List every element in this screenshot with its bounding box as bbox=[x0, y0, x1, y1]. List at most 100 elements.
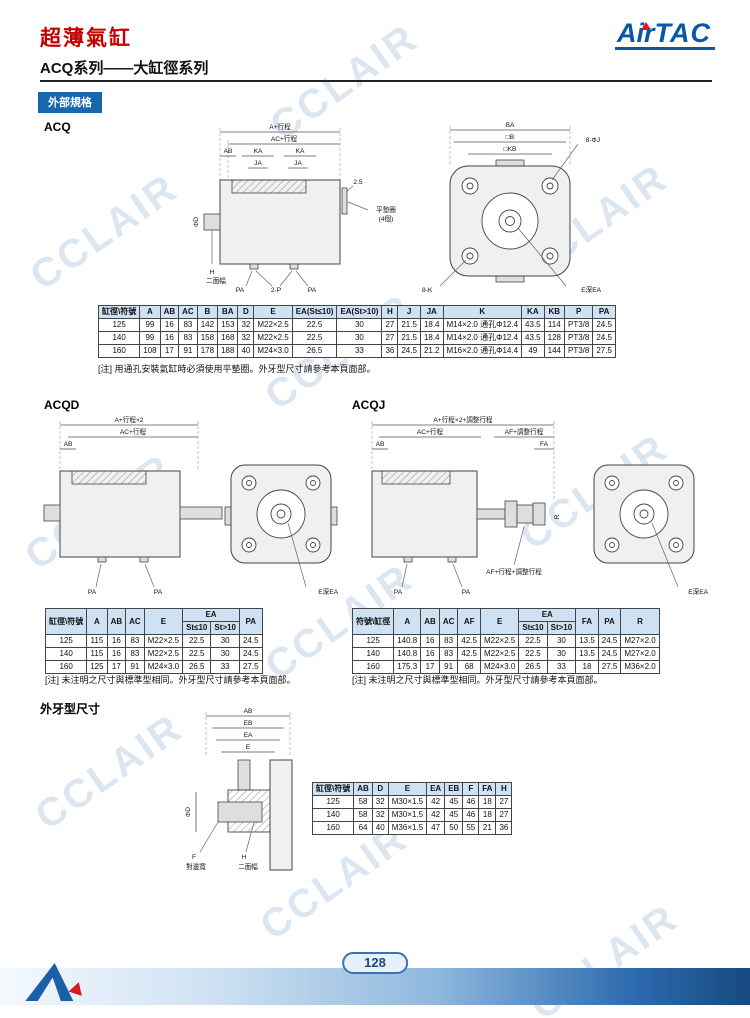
table-cell: 24.5 bbox=[597, 647, 622, 661]
dim-label: ΦD bbox=[185, 807, 192, 817]
dim-label: □KB bbox=[504, 146, 517, 153]
dim-label: 二面幅 bbox=[206, 276, 226, 285]
table-cell: 91 bbox=[125, 660, 145, 674]
airtac-logo: AirTAC bbox=[614, 20, 715, 50]
thread-block-label: 外牙型尺寸 bbox=[40, 702, 101, 716]
table-cell: 26.5 bbox=[518, 660, 548, 674]
table-cell: 27.5 bbox=[592, 344, 616, 358]
column-header: K bbox=[442, 305, 523, 319]
table-cell: 168 bbox=[217, 331, 239, 345]
table-cell: 17 bbox=[420, 660, 440, 674]
table-cell: 64 bbox=[353, 821, 373, 835]
column-header: 缸徑\符號 bbox=[97, 305, 141, 319]
footer-bar bbox=[0, 968, 750, 1005]
table-cell: 49 bbox=[521, 344, 545, 358]
table-cell: 30 bbox=[546, 647, 577, 661]
depth-label: E深EA bbox=[318, 587, 338, 596]
table-cell: 160 bbox=[44, 660, 88, 674]
table-cell: M22×2.5 bbox=[143, 647, 184, 661]
table-cell: 27 bbox=[381, 331, 399, 345]
table-cell: 22.5 bbox=[291, 331, 338, 345]
table-cell: 47 bbox=[426, 821, 446, 835]
table-cell: 125 bbox=[86, 660, 108, 674]
column-header: KA bbox=[521, 305, 545, 319]
dim-label: □B bbox=[506, 134, 515, 141]
dim-label: F bbox=[192, 854, 196, 861]
holes-label: 8-ΦJ bbox=[586, 137, 600, 144]
column-header: FA bbox=[478, 782, 497, 796]
column-header: PA bbox=[597, 608, 622, 635]
watermark: CCLAIR bbox=[22, 165, 187, 299]
dim-label: JA bbox=[294, 160, 302, 167]
table-cell: 32 bbox=[237, 318, 255, 332]
column-header: AB bbox=[420, 608, 440, 635]
column-header: D bbox=[371, 782, 389, 796]
column-header: E bbox=[387, 782, 428, 796]
column-header: AB bbox=[106, 608, 127, 635]
table-cell: 45 bbox=[444, 795, 464, 809]
column-header: R bbox=[620, 608, 660, 635]
column-header: EA bbox=[426, 782, 446, 796]
table-cell: 115 bbox=[86, 634, 108, 648]
page-title: 超薄氣缸 bbox=[40, 27, 132, 50]
table-cell: 13.5 bbox=[575, 634, 599, 648]
dim-label: AC+行程 bbox=[417, 427, 444, 436]
dim-label: BA bbox=[506, 122, 515, 129]
dim-label: H bbox=[210, 269, 215, 276]
port-label: PA bbox=[88, 589, 97, 596]
acq-block-label: ACQ bbox=[44, 120, 71, 134]
port-label: PA bbox=[308, 287, 317, 294]
column-header: E bbox=[479, 608, 520, 635]
table-cell: M36×1.5 bbox=[387, 821, 428, 835]
table-cell: 160 bbox=[351, 660, 395, 674]
table-cell: 108 bbox=[139, 344, 161, 358]
table-cell: 21.2 bbox=[419, 344, 444, 358]
port-label: PA bbox=[236, 287, 245, 294]
page-number-badge: 128 bbox=[342, 952, 408, 974]
table-cell: 128 bbox=[543, 331, 565, 345]
table-cell: PT3/8 bbox=[563, 344, 594, 358]
dim-label: AF+調整行程 bbox=[505, 427, 544, 436]
column-header: 缸徑\符號 bbox=[311, 782, 355, 796]
dim-label: JA bbox=[254, 160, 262, 167]
column-header: EA(St≤10) bbox=[291, 305, 338, 319]
table-cell: 30 bbox=[546, 634, 577, 648]
column-header: St>10 bbox=[210, 621, 240, 635]
dim-label: AF+行程+調整行程 bbox=[486, 567, 542, 576]
table-cell: 24.5 bbox=[238, 647, 263, 661]
table-cell: 30 bbox=[210, 634, 240, 648]
table-cell: 30 bbox=[210, 647, 240, 661]
table-cell: 91 bbox=[438, 660, 459, 674]
table-cell: 40 bbox=[237, 344, 255, 358]
dim-label: ΦD bbox=[193, 217, 200, 227]
section-label: 外部規格 bbox=[38, 92, 102, 113]
table-cell: 42 bbox=[426, 795, 446, 809]
table-cell: 16 bbox=[420, 647, 440, 661]
column-header: JA bbox=[419, 305, 444, 319]
table-cell: 17 bbox=[106, 660, 127, 674]
dim-label: A+行程×2+調整行程 bbox=[433, 415, 493, 424]
port-label: PA bbox=[462, 589, 471, 596]
table-cell: 158 bbox=[196, 331, 219, 345]
table-cell: 140 bbox=[44, 647, 88, 661]
column-header: PA bbox=[592, 305, 616, 319]
table-cell: 99 bbox=[139, 318, 161, 332]
port-label: PA bbox=[394, 589, 403, 596]
table-cell: 18.4 bbox=[419, 331, 444, 345]
column-header: St≤10 bbox=[518, 621, 548, 635]
table-cell: 40 bbox=[371, 821, 389, 835]
column-header: B bbox=[196, 305, 219, 319]
table-cell: 50 bbox=[444, 821, 464, 835]
table-cell: 24.5 bbox=[592, 318, 616, 332]
column-header: J bbox=[397, 305, 421, 319]
acqj-note: [注] 未注明之尺寸與標準型相同。外牙型尺寸請參考本頁面部。 bbox=[352, 675, 603, 685]
column-header: EA bbox=[518, 608, 577, 622]
subtitle-rule bbox=[40, 80, 712, 82]
table-cell: 153 bbox=[217, 318, 239, 332]
